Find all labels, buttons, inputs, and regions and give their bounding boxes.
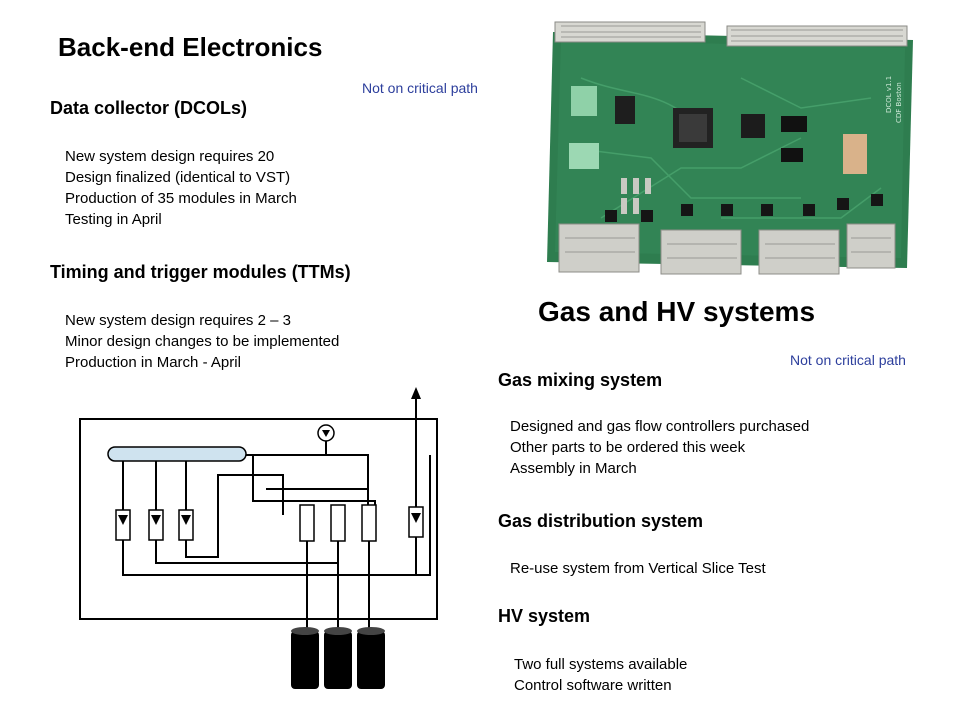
dcol-list: New system design requires 20 Design fin… xyxy=(65,146,297,230)
ttm-line: New system design requires 2 – 3 xyxy=(65,312,291,329)
dcol-heading: Data collector (DCOLs) xyxy=(50,98,248,118)
ttm-line: Minor design changes to be implemented xyxy=(65,333,340,350)
ttm-list: New system design requires 2 – 3 Minor d… xyxy=(65,310,339,373)
note-not-critical-path-gas: Not on critical path xyxy=(790,352,906,368)
note-not-critical-path-top: Not on critical path xyxy=(362,80,478,96)
slide-title: Back-end Electronics xyxy=(58,32,323,62)
gas-mixing-line: Other parts to be ordered this week xyxy=(510,439,746,456)
hv-line: Two full systems available xyxy=(514,656,688,673)
hv-line: Control software written xyxy=(514,677,672,694)
gas-distribution-line: Re-use system from Vertical Slice Test xyxy=(510,560,766,577)
gas-hv-title: Gas and HV systems xyxy=(538,296,816,327)
dcol-line: Design finalized (identical to VST) xyxy=(65,169,291,186)
gas-distribution-heading: Gas distribution system xyxy=(498,511,704,531)
ttm-heading: Timing and trigger modules (TTMs) xyxy=(50,262,351,282)
dcol-line: New system design requires 20 xyxy=(65,148,275,165)
gas-distribution-list: Re-use system from Vertical Slice Test xyxy=(510,558,766,579)
dcol-line: Testing in April xyxy=(65,211,162,228)
gas-mixing-heading: Gas mixing system xyxy=(498,370,663,390)
hv-heading: HV system xyxy=(498,606,591,626)
dcol-line: Production of 35 modules in March xyxy=(65,190,297,207)
gas-mixing-line: Assembly in March xyxy=(510,460,637,477)
gas-mixing-list: Designed and gas flow controllers purcha… xyxy=(510,416,809,479)
gas-mixing-line: Designed and gas flow controllers purcha… xyxy=(510,418,810,435)
gas-bottles xyxy=(291,627,385,689)
output-arrow xyxy=(411,387,421,399)
dcol-circuit-board-photo: DCOL v1.1 CDF Boston xyxy=(541,18,921,276)
gas-system-schematic xyxy=(79,387,438,689)
hv-list: Two full systems available Control softw… xyxy=(514,654,687,696)
svg-text:CDF Boston: CDF Boston xyxy=(895,82,903,123)
manifold-pipe xyxy=(107,446,247,462)
svg-text:DCOL v1.1: DCOL v1.1 xyxy=(885,76,893,113)
ttm-line: Production in March - April xyxy=(65,354,241,371)
